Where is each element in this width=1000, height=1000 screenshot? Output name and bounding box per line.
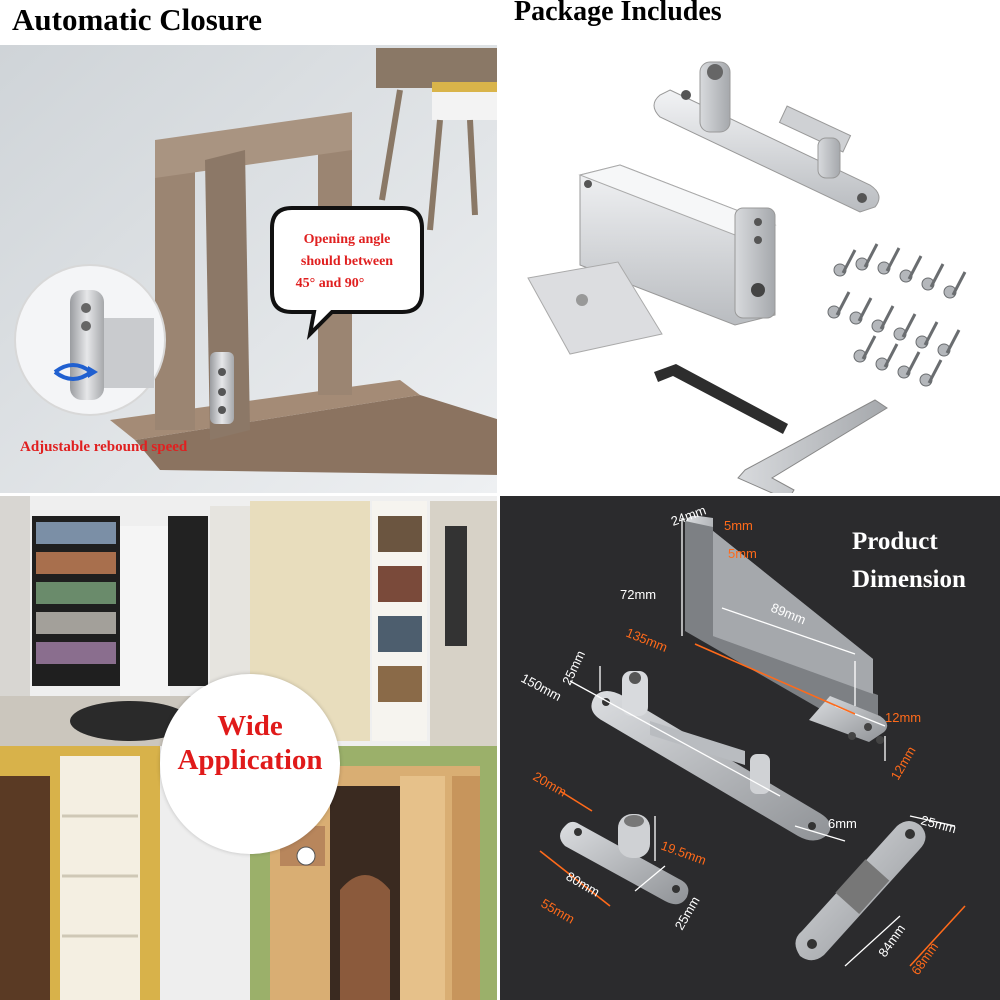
dim-12mm-side: 12mm [888,744,919,783]
dim-20mm: 20mm [531,769,570,800]
dimension-socket-plate [560,814,689,905]
white-shelving-door [60,756,140,1000]
wide-application-badge [160,674,340,854]
dim-12mm-top: 12mm [885,710,921,725]
dim-5mm-lower: 5mm [728,546,757,561]
dim-19-5mm: 19.5mm [659,838,708,868]
automatic-closure-panel: Automatic Closure [0,0,500,493]
wide-application-panel: Wide Application [0,496,500,1000]
bottom-pivot-housing [578,164,777,326]
speech-bubble [270,206,424,340]
dim-150mm: 150mm [519,670,564,704]
package-includes-title: Package Includes [514,0,722,27]
vertical-divider [497,0,500,1000]
package-items-illustration [527,61,967,493]
dim-5mm-top: 5mm [724,518,753,533]
dimension-housing [685,515,888,744]
product-dimension-line-1: Product [852,528,938,555]
bubble-line-1: Opening angle [304,232,391,247]
horizontal-divider [0,493,1000,496]
product-dimension-line-2: Dimension [852,566,966,593]
top-pivot-plate [653,61,880,213]
dimension-square-socket-plate [795,821,926,961]
flat-mounting-plate [527,261,663,355]
dim-25mm-plate: 25mm [559,648,588,687]
dim-135mm: 135mm [624,625,670,655]
dim-55mm: 55mm [539,896,578,927]
package-includes-panel: Package Includes [500,0,1000,493]
bubble-line-3: 45° and 90° [296,276,365,291]
dim-68mm: 68mm [908,940,941,978]
wide-application-line-2: Application [177,744,323,776]
dim-84mm: 84mm [875,922,908,960]
adjustable-speed-caption: Adjustable rebound speed [20,439,188,455]
wooden-door-frame [110,112,500,475]
dim-6mm: 6mm [828,816,857,831]
large-hex-key [737,399,888,493]
dim-25mm-square: 25mm [919,812,958,836]
bookcase-doors-scene [0,496,500,1000]
wide-application-line-1: Wide [217,710,283,742]
bookshelf-door [168,516,208,686]
screws [827,243,967,387]
automatic-closure-scene: Opening angle should between 45° and 90°… [0,45,500,493]
small-hex-key [654,364,788,434]
dimension-diagram: 24mm 5mm 5mm 72mm 89mm 135mm 150mm 25mm … [519,502,966,978]
dim-80mm: 80mm [564,869,603,900]
side-table [376,48,500,231]
product-dimension-panel: Product Dimension [500,496,1000,1000]
automatic-closure-title: Automatic Closure [12,2,262,37]
bubble-line-2: should between [301,254,393,269]
dim-72mm: 72mm [620,587,656,602]
zoom-detail-circle [14,264,166,416]
dimension-long-plate [591,671,831,841]
